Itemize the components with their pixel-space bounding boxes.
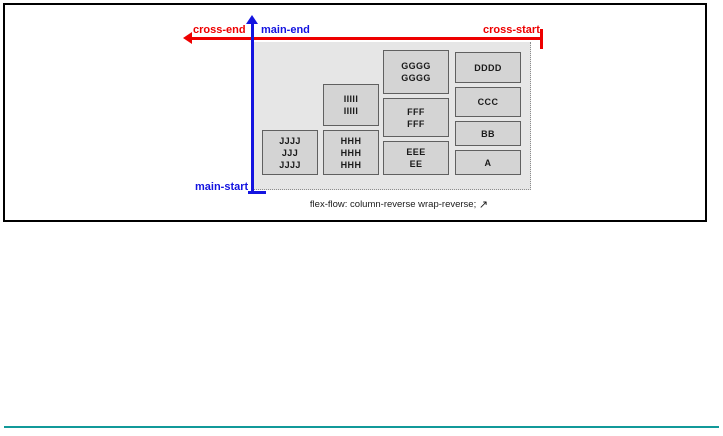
main-axis-arrow-icon — [246, 15, 258, 24]
flex-item-line: JJJ — [281, 147, 299, 158]
flex-item-line: EEE — [406, 147, 426, 157]
flex-item-line: EE — [409, 159, 423, 169]
flex-item-line: HHH — [340, 135, 362, 146]
flex-item-a: A — [455, 150, 521, 175]
cross-axis-arrow-icon — [183, 32, 192, 44]
flex-item-line: DDDD — [474, 62, 502, 73]
flex-item-line: JJJJ — [279, 135, 301, 146]
axis-label-cross-end: cross-end — [193, 24, 246, 36]
flex-item-line: IIIII — [343, 94, 359, 104]
flex-item-line: GGGG — [401, 61, 431, 71]
flex-item-dddd: DDDD — [455, 52, 521, 83]
main-axis-endcap — [248, 191, 266, 194]
cross-axis-endcap — [540, 29, 543, 49]
flex-item-iiiii: IIIII IIIII — [323, 84, 379, 126]
flex-item-line: CCC — [477, 97, 499, 107]
flex-item-line: HHH — [340, 159, 362, 170]
flex-item-ccc: CCC — [455, 87, 521, 117]
diagonal-arrow-up-right-icon: ↗ — [478, 199, 489, 211]
caption-text: flex-flow: column-reverse wrap-reverse; — [309, 199, 477, 210]
flex-item-line: BB — [481, 128, 495, 139]
flex-item-line: GGGG — [401, 73, 431, 83]
flex-item-line: JJJJ — [279, 159, 301, 170]
flex-item-line: FFF — [407, 106, 425, 117]
cross-axis-line — [191, 37, 543, 40]
flex-item-line: HHH — [340, 147, 362, 158]
flex-item-line: IIIII — [343, 106, 359, 116]
axis-label-main-start: main-start — [195, 181, 249, 193]
flex-item-gggg: GGGG GGGG — [383, 50, 449, 94]
axis-label-main-end: main-end — [261, 24, 310, 36]
flex-item-line: A — [484, 157, 492, 168]
main-axis-line — [251, 22, 254, 194]
diagram-caption: flex-flow: column-reverse wrap-reverse; … — [254, 197, 544, 211]
axis-label-cross-start: cross-start — [483, 24, 540, 36]
bottom-divider-rule — [4, 426, 719, 428]
flex-item-bb: BB — [455, 121, 521, 146]
flex-item-line: FFF — [407, 118, 425, 129]
